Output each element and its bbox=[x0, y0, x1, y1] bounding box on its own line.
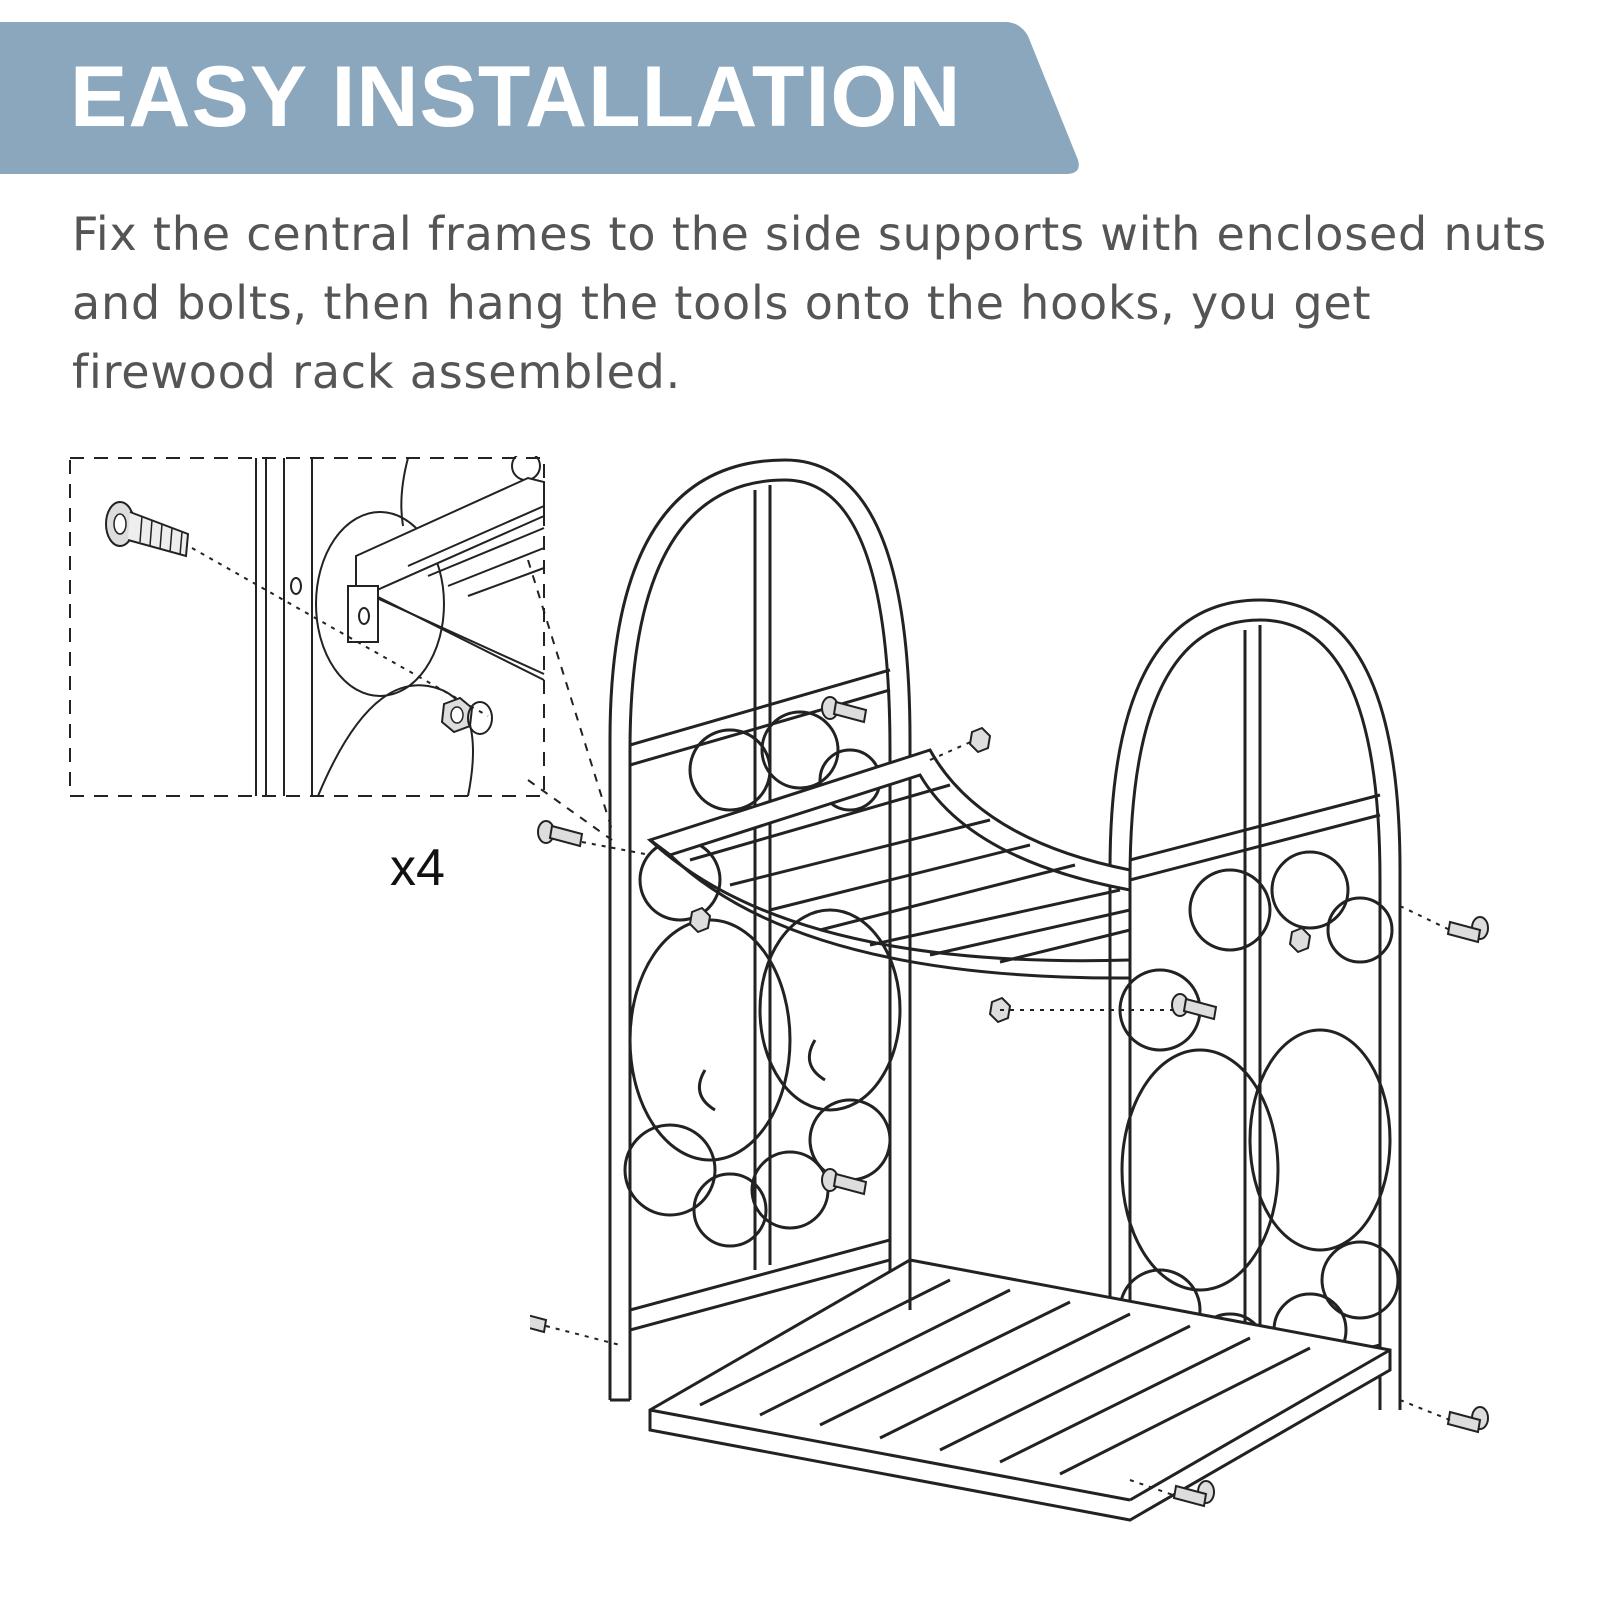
callout-lines bbox=[520, 560, 630, 850]
bolt-icon bbox=[822, 697, 866, 722]
bolt-icon bbox=[822, 1169, 866, 1194]
banner-shape bbox=[0, 22, 1079, 174]
bolt-icon bbox=[530, 1307, 546, 1332]
bolt-icon bbox=[1172, 994, 1216, 1019]
instruction-text: Fix the central frames to the side suppo… bbox=[72, 207, 1547, 399]
bolt-icon bbox=[106, 502, 188, 556]
bolt-icon bbox=[538, 821, 582, 846]
hex-nut-icon bbox=[970, 728, 990, 752]
quantity-label: x4 bbox=[390, 839, 445, 897]
hex-nut-icon bbox=[442, 698, 492, 734]
bolt-icon bbox=[1448, 1407, 1488, 1432]
hex-nut-icon bbox=[1290, 928, 1310, 952]
hex-nut-icon bbox=[690, 908, 710, 932]
bolt-icon bbox=[1174, 1481, 1214, 1506]
title-banner: EASY INSTALLATION bbox=[0, 22, 1080, 174]
bolt-detail-inset bbox=[68, 456, 546, 798]
banner-title: EASY INSTALLATION bbox=[70, 49, 962, 145]
bolt-icon bbox=[1448, 917, 1488, 942]
firewood-rack-diagram bbox=[530, 450, 1601, 1601]
